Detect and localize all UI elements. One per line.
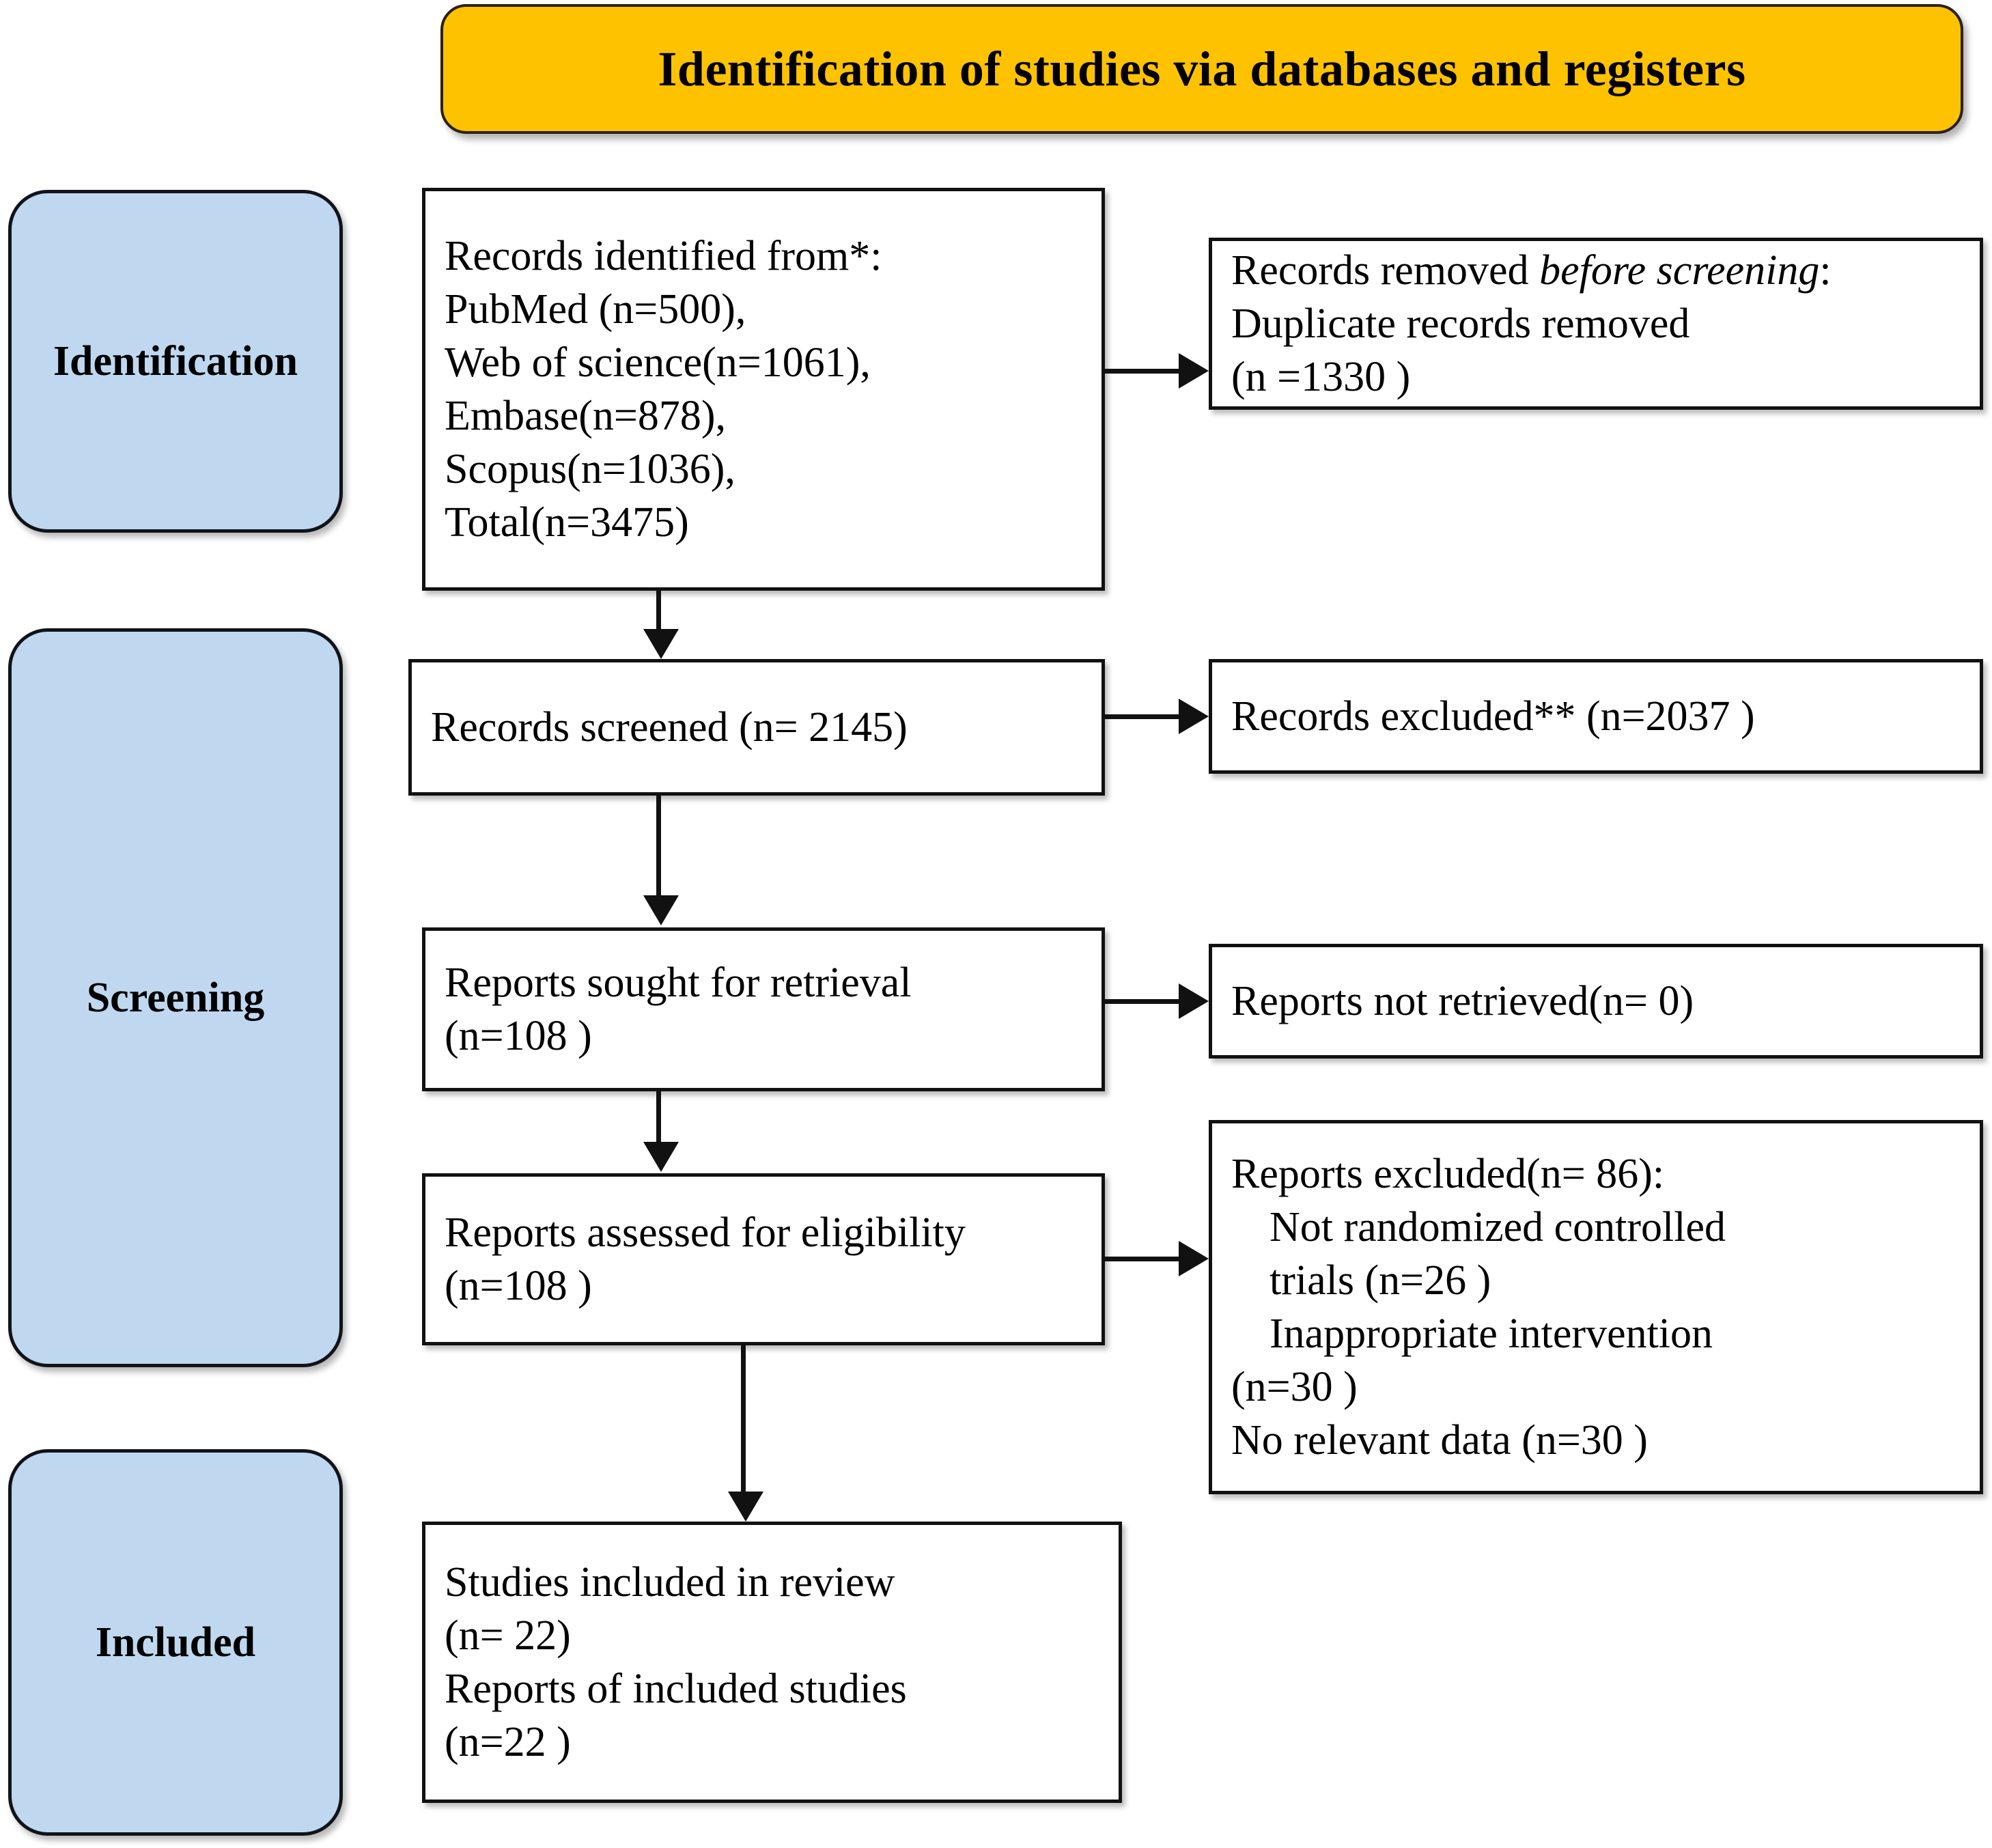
connector-sought-to-not-retrieved [1105,999,1180,1004]
box-reports-not-retrieved: Reports not retrieved(n= 0) [1209,944,1983,1059]
records-removed-line-1: Records removed before screening: [1231,244,1966,297]
arrowhead-screened-to-sought [643,895,679,925]
studies-included-line-3: Reports of included studies [445,1666,907,1712]
box-records-screened: Records screened (n= 2145) [408,659,1105,796]
records-identified-line-5: Scopus(n=1036), [445,446,735,493]
reports-excluded-line-6: No relevant data (n=30 ) [1231,1417,1648,1464]
stage-label-identification: Identification [53,337,298,384]
page-title: Identification of studies via databases … [658,41,1746,96]
stage-label-included: Included [95,1619,256,1666]
records-screened-line-1: Records screened (n= 2145) [431,703,908,751]
box-studies-included: Studies included in review (n= 22) Repor… [422,1522,1122,1803]
box-records-excluded: Records excluded** (n=2037 ) [1209,659,1983,774]
records-identified-line-4: Embase(n=878), [445,393,727,439]
connector-screened-to-excluded [1105,714,1180,719]
stage-identification: Identification [8,190,343,533]
stage-included: Included [8,1449,343,1836]
connector-sought-to-assessed [656,1091,661,1143]
reports-excluded-line-4: Inappropriate intervention [1269,1311,1713,1357]
connector-identified-to-removed [1105,369,1180,374]
box-reports-assessed: Reports assessed for eligibility (n=108 … [422,1173,1105,1345]
arrowhead-assessed-to-included [728,1492,763,1522]
arrowhead-sought-to-assessed [643,1142,679,1172]
arrowhead-screened-to-excluded [1179,699,1209,734]
box-records-identified: Records identified from*: PubMed (n=500)… [422,188,1105,591]
connector-assessed-to-included [741,1345,746,1493]
reports-excluded-line-2: Not randomized controlled [1269,1203,1726,1250]
records-removed-line-3: (n =1330 ) [1231,354,1411,401]
studies-included-line-4: (n=22 ) [445,1719,571,1766]
stage-screening: Screening [8,628,343,1367]
reports-sought-line-1: Reports sought for retrieval [445,959,912,1006]
records-removed-prefix: Records removed [1231,247,1540,294]
studies-included-line-1: Studies included in review [445,1558,895,1606]
records-removed-line-2: Duplicate records removed [1231,300,1690,347]
connector-identified-to-screened [656,591,661,630]
records-excluded-line-1: Records excluded** (n=2037 ) [1231,692,1755,740]
diagram-header-banner: Identification of studies via databases … [440,4,1963,134]
records-identified-line-2: PubMed (n=500), [445,285,746,333]
arrowhead-sought-to-not-retrieved [1179,983,1209,1019]
box-reports-excluded-reasons: Reports excluded(n= 86): Not randomized … [1209,1120,1983,1494]
connector-screened-to-sought [656,796,661,897]
reports-excluded-line-1: Reports excluded(n= 86): [1231,1150,1665,1197]
stage-label-screening: Screening [86,974,265,1021]
arrowhead-identified-to-screened [643,629,679,659]
records-identified-line-6: Total(n=3475) [445,499,689,546]
reports-assessed-line-1: Reports assessed for eligibility [445,1209,966,1256]
records-identified-line-1: Records identified from*: [445,232,882,279]
reports-excluded-line-3: trials (n=26 ) [1269,1257,1491,1304]
reports-sought-line-2: (n=108 ) [445,1013,592,1059]
records-identified-line-3: Web of science(n=1061), [445,339,871,386]
reports-not-retrieved-line-1: Reports not retrieved(n= 0) [1231,977,1694,1024]
studies-included-line-2: (n= 22) [445,1612,571,1659]
reports-assessed-line-2: (n=108 ) [445,1263,592,1309]
arrowhead-identified-to-removed [1179,353,1209,389]
records-removed-italic: before screening [1539,247,1820,294]
box-reports-sought: Reports sought for retrieval (n=108 ) [422,927,1105,1091]
connector-assessed-to-reports-excluded [1105,1257,1180,1261]
box-records-removed: Records removed before screening: Duplic… [1209,238,1983,410]
records-removed-suffix: : [1819,247,1832,294]
arrowhead-assessed-to-reports-excluded [1179,1241,1209,1276]
reports-excluded-line-5: (n=30 ) [1231,1364,1358,1411]
